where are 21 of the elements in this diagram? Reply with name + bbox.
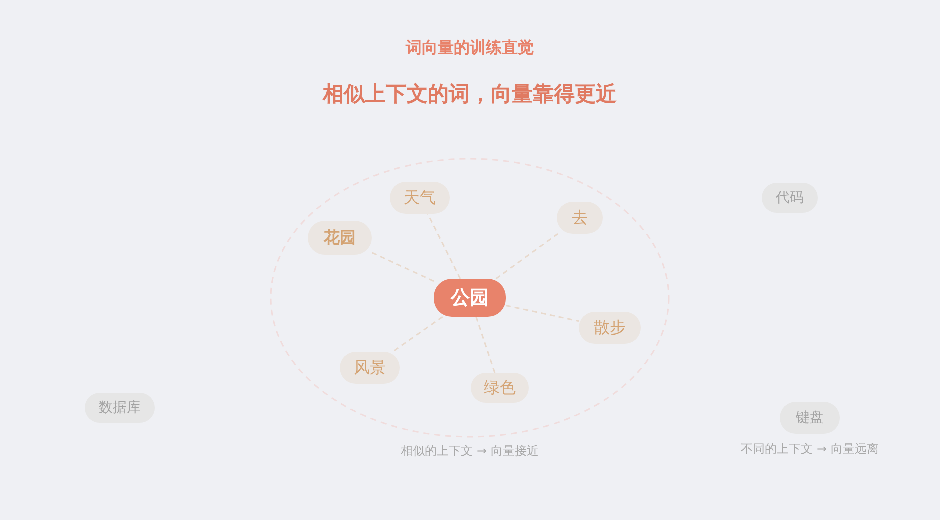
word-pill: 代码: [762, 183, 818, 213]
dashed-connector: [476, 316, 496, 374]
word-pill: 数据库: [85, 393, 155, 423]
dashed-connector: [372, 252, 434, 282]
center-word-pill: 公园: [434, 279, 506, 317]
annotation-text: 相似的上下文 → 向量接近: [401, 443, 539, 460]
dashed-connector: [506, 304, 580, 322]
dashed-ellipse: [270, 158, 670, 438]
dashed-connector: [496, 233, 558, 280]
word-pill: 键盘: [780, 402, 840, 434]
word-pill: 去: [557, 202, 603, 234]
word-pill: 风景: [340, 352, 400, 384]
diagram-caption: 相似上下文的词，向量靠得更近: [322, 81, 618, 108]
annotation-text: 不同的上下文 → 向量远离: [741, 441, 879, 458]
dashed-connector: [427, 214, 462, 280]
word-pill: 散步: [579, 312, 641, 344]
word-pill: 天气: [390, 182, 450, 214]
word-pill: 花园: [308, 221, 372, 255]
diagram-title: 词向量的训练直觉: [404, 38, 535, 59]
dashed-connector: [392, 316, 444, 353]
word-pill: 绿色: [471, 373, 529, 403]
